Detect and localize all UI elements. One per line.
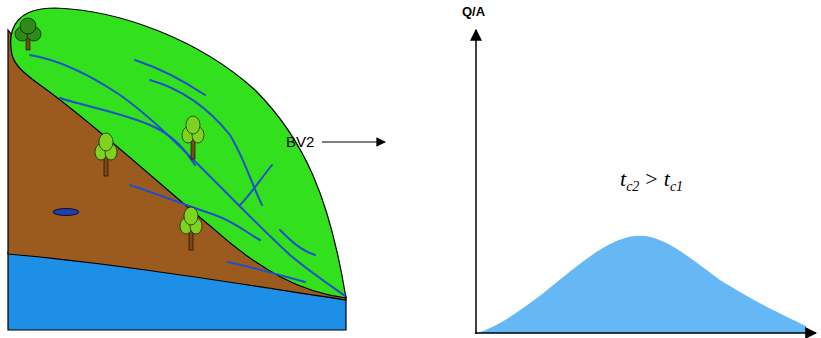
symbol: t: [664, 166, 670, 191]
tree-group: [15, 18, 204, 250]
water-lens: [53, 209, 79, 216]
subscript: c1: [670, 179, 683, 194]
symbol: t: [620, 166, 626, 191]
subscript: c2: [626, 179, 639, 194]
vegetated-surface: [11, 8, 346, 298]
stream-network: [30, 55, 345, 296]
hydrograph-area: [478, 236, 806, 333]
axis-label: Q/A: [462, 4, 485, 19]
y-axis: [475, 30, 477, 334]
pointer-arrow: [322, 141, 385, 142]
time-comparison: tc2>tc1: [620, 166, 683, 195]
operator: >: [645, 166, 657, 191]
basin-label: BV2: [286, 133, 314, 150]
x-axis: [475, 332, 816, 334]
